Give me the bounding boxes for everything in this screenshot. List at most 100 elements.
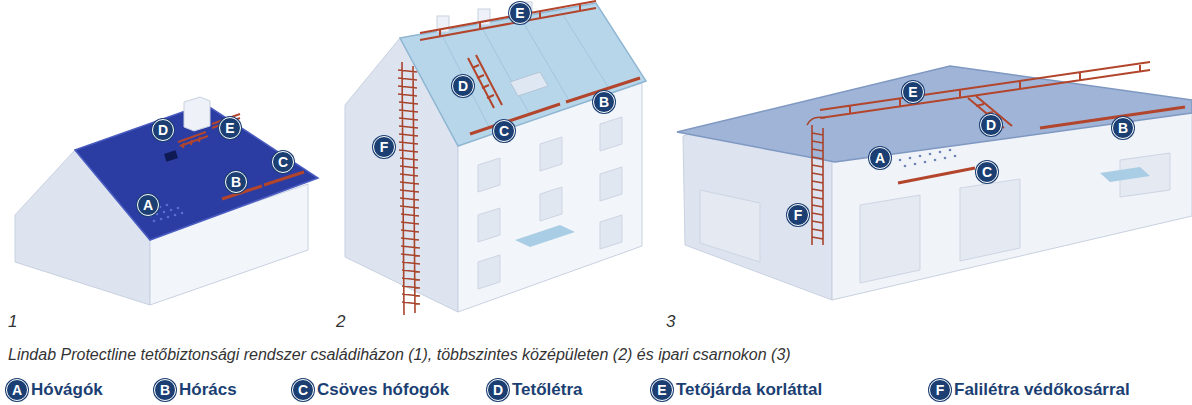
illustration-part <box>600 215 622 249</box>
illustration-part <box>478 255 500 289</box>
callout-circle: C <box>272 151 294 173</box>
ridge-walkway-railing <box>420 1 596 40</box>
callout-circle: D <box>452 75 474 97</box>
illustration-part <box>167 216 170 219</box>
callout-circle: A <box>6 379 28 401</box>
callout-letter: F <box>794 208 803 222</box>
illustration-part <box>478 158 500 192</box>
callout-circle: D <box>487 379 509 401</box>
callout-circle: E <box>902 81 924 103</box>
roof <box>400 3 646 146</box>
callout-circle: B <box>154 379 176 401</box>
legend-text: Hórács <box>179 380 237 400</box>
multi-storey-building <box>345 1 646 315</box>
figure-number: 1 <box>8 312 17 332</box>
callout-letter: A <box>875 151 885 165</box>
callout-circle: B <box>1112 117 1134 139</box>
gates <box>700 153 1170 283</box>
illustration-part <box>540 187 562 221</box>
illustration-part <box>478 208 500 242</box>
callout-circle: E <box>651 379 673 401</box>
illustration-part <box>700 190 760 262</box>
windows <box>478 117 622 289</box>
illustration-part <box>954 155 957 158</box>
wall-ladder <box>807 117 825 245</box>
callout-letter: C <box>278 155 288 169</box>
illustration-part <box>560 10 610 90</box>
callout-letter: D <box>986 118 996 132</box>
callout-circle: B <box>593 91 615 113</box>
family-house <box>15 97 318 305</box>
illustration-part <box>949 149 952 152</box>
callout-letter: E <box>908 85 917 99</box>
callout-letter: F <box>380 140 389 154</box>
roof <box>677 66 1192 162</box>
callout-letter: A <box>12 383 22 397</box>
callout-circle: D <box>980 114 1002 136</box>
figure-number: 2 <box>336 312 345 332</box>
wall-ladder <box>398 62 420 315</box>
illustration-part <box>163 211 166 214</box>
illustration-part <box>860 195 920 283</box>
illustration-part <box>160 218 163 221</box>
legend-text: Tetőjárda korláttal <box>676 380 822 400</box>
callout-letter: D <box>458 79 468 93</box>
callout-letter: B <box>231 175 241 189</box>
callout-circle: F <box>929 379 951 401</box>
tube-snow-guard <box>264 172 304 185</box>
dormer <box>510 72 548 96</box>
callout-circle: A <box>869 147 891 169</box>
illustration-part <box>177 207 180 210</box>
canopy <box>1100 167 1150 182</box>
callout-letter: B <box>599 95 609 109</box>
roof-ladder <box>178 132 208 148</box>
illustration-part <box>153 220 156 223</box>
illustration-part <box>166 204 169 207</box>
callout-letter: A <box>143 198 153 212</box>
illustration-part <box>904 165 907 168</box>
callout-letter: E <box>515 6 524 20</box>
callout-circle: C <box>976 161 998 183</box>
illustration-part <box>934 159 937 162</box>
roof-window <box>164 150 178 161</box>
callout-circle: B <box>225 171 247 193</box>
chimney <box>184 97 210 131</box>
illustration-part <box>181 212 184 215</box>
callout-letter: B <box>160 383 170 397</box>
illustration-part <box>440 31 490 129</box>
callout-circle: D <box>152 119 174 141</box>
callout-circle: E <box>219 117 241 139</box>
callout-circle: C <box>292 379 314 401</box>
illustration-part <box>944 157 947 160</box>
illustration-part <box>929 153 932 156</box>
figure-caption: Lindab Protectline tetőbiztonsági rendsz… <box>8 346 791 364</box>
illustration-part <box>914 163 917 166</box>
illustration-part <box>159 206 162 209</box>
roof-seams <box>440 10 610 129</box>
illustration-part <box>924 161 927 164</box>
illustration-part <box>156 213 159 216</box>
illustration-part <box>939 151 942 154</box>
illustration-part <box>540 137 562 171</box>
ridge-walkway-railing <box>820 62 1150 118</box>
callout-letter: D <box>158 123 168 137</box>
figure-number: 3 <box>666 312 675 332</box>
illustration-part <box>919 155 922 158</box>
legend-text: Csöves hófogók <box>317 380 449 400</box>
snow-guard <box>470 104 560 134</box>
callout-circle: F <box>373 136 395 158</box>
snow-cutters <box>899 149 957 168</box>
callout-letter: C <box>499 124 509 138</box>
callout-letter: C <box>982 165 992 179</box>
illustration-part <box>600 117 622 151</box>
balcony <box>515 225 575 247</box>
callout-letter: E <box>225 121 234 135</box>
tube-snow-guard <box>898 168 975 183</box>
illustration-part <box>899 159 902 162</box>
callout-circle: A <box>137 194 159 216</box>
callout-circle: E <box>509 2 531 24</box>
callout-letter: C <box>298 383 308 397</box>
legend-text: Tetőlétra <box>512 380 583 400</box>
callout-circle: F <box>787 204 809 226</box>
